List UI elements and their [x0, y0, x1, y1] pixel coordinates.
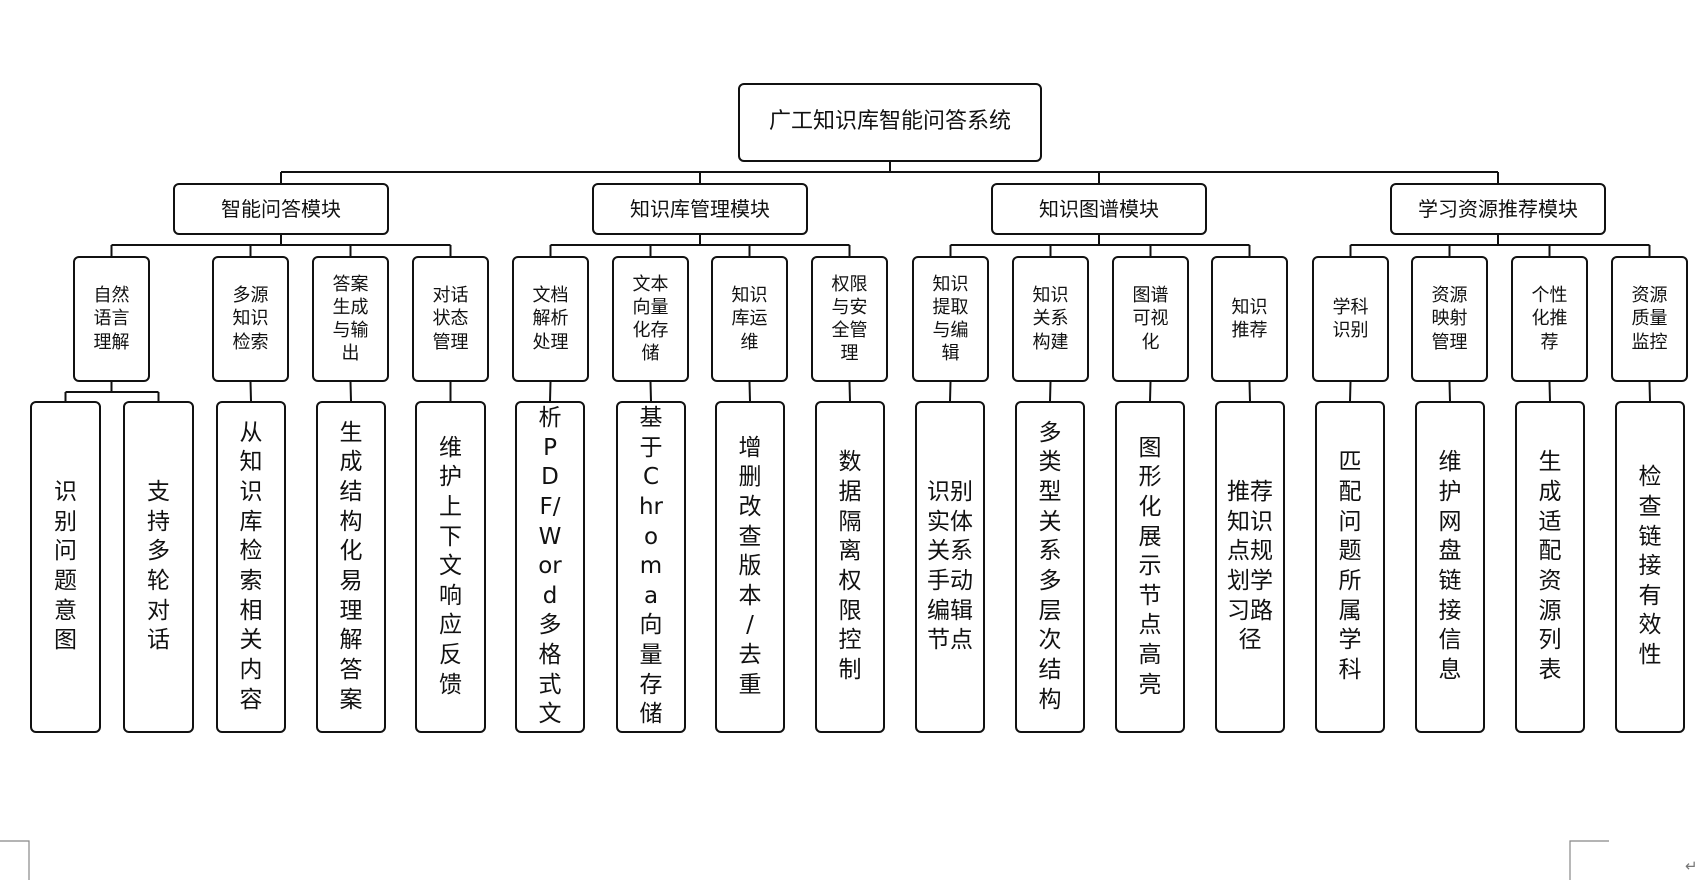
detail-node: 图形化展示节点高亮 [1115, 401, 1185, 733]
function-node: 知识提取与编辑 [912, 256, 989, 382]
detail-label: 维护上下文响应反馈 [439, 434, 462, 698]
detail-node: 从知识库检索相关内容 [216, 401, 286, 733]
page-corner-mark-right [1569, 840, 1609, 880]
detail-node: 识别实体关系手动编辑节点 [915, 401, 985, 733]
function-label: 答案生成与输出 [332, 273, 369, 365]
function-node: 图谱可视化 [1112, 256, 1189, 382]
detail-label: 图形化展示节点高亮 [1138, 434, 1162, 698]
root-node-label: 广工知识库智能问答系统 [768, 109, 1011, 135]
function-label: 文本向量化存储 [632, 273, 669, 365]
function-label: 文档解析处理 [532, 285, 569, 353]
detail-label: 识别问题意图 [54, 479, 77, 654]
detail-label: 数据隔离权限控制 [838, 449, 862, 683]
connector-leaf-4 [649, 381, 652, 402]
detail-label: 维护网盘链接信息 [1438, 449, 1462, 683]
detail-label: 推荐知识点规划学习路径 [1227, 479, 1273, 654]
detail-label: 增删改查版本/去重 [738, 434, 762, 698]
function-node: 知识关系构建 [1012, 256, 1089, 382]
function-label: 知识提取与编辑 [932, 273, 969, 365]
detail-node: 支持多轮对话 [123, 401, 194, 733]
detail-node: 检查链接有效性 [1615, 401, 1685, 733]
function-node: 文档解析处理 [512, 256, 589, 382]
module-label: 学习资源推荐模块 [1418, 197, 1578, 221]
function-label: 权限与安全管理 [831, 273, 868, 365]
detail-node: 基于Chroma向量存储 [616, 401, 686, 733]
function-label: 知识推荐 [1231, 296, 1268, 341]
function-label: 资源映射管理 [1431, 285, 1468, 353]
connector-leaf-10 [1248, 381, 1251, 402]
function-node: 学科识别 [1312, 256, 1389, 382]
connector-leaf-12 [1448, 381, 1451, 402]
detail-label: 从知识库检索相关内容 [239, 419, 263, 713]
function-label: 自然语言理解 [93, 285, 130, 353]
function-node: 知识库运维 [711, 256, 788, 382]
connector-leaf-7 [949, 381, 952, 402]
function-node: 自然语言理解 [73, 256, 150, 382]
function-node: 对话状态管理 [412, 256, 489, 382]
function-label: 多源知识检索 [232, 285, 269, 353]
connector-leaf-8 [1049, 381, 1052, 402]
function-node: 答案生成与输出 [312, 256, 389, 382]
paragraph-mark-icon: ↵ [1685, 857, 1698, 875]
function-node: 权限与安全管理 [811, 256, 888, 382]
function-node: 知识推荐 [1211, 256, 1288, 382]
detail-node: 维护上下文响应反馈 [415, 401, 486, 733]
detail-label: 匹配问题所属学科 [1338, 449, 1362, 683]
function-node: 资源映射管理 [1411, 256, 1488, 382]
connector-leaf-1 [349, 381, 352, 402]
function-node: 文本向量化存储 [612, 256, 689, 382]
detail-node: 多类型关系多层次结构 [1015, 401, 1085, 733]
detail-node: 增删改查版本/去重 [715, 401, 785, 733]
function-node: 多源知识检索 [212, 256, 289, 382]
connector-leaf-13 [1548, 381, 1551, 402]
connector-leaf-5 [748, 381, 751, 402]
function-label: 图谱可视化 [1132, 285, 1169, 353]
module-label: 智能问答模块 [221, 197, 341, 221]
detail-label: 多类型关系多层次结构 [1038, 419, 1062, 713]
detail-label: 检查链接有效性 [1638, 464, 1662, 669]
function-label: 个性化推荐 [1531, 285, 1568, 353]
detail-node: 识别问题意图 [30, 401, 101, 733]
connector-leaf-6 [848, 381, 851, 402]
function-node: 个性化推荐 [1511, 256, 1588, 382]
module-node-qa: 智能问答模块 [173, 183, 389, 235]
function-node: 资源质量监控 [1611, 256, 1688, 382]
function-label: 对话状态管理 [432, 285, 469, 353]
module-node-resource: 学习资源推荐模块 [1390, 183, 1606, 235]
function-label: 资源质量监控 [1631, 285, 1668, 353]
detail-label: 生成结构化易理解答案 [339, 419, 363, 713]
detail-node: 维护网盘链接信息 [1415, 401, 1485, 733]
detail-node: 生成结构化易理解答案 [316, 401, 386, 733]
connector-leaf-0 [249, 381, 252, 402]
detail-node: 生成适配资源列表 [1515, 401, 1585, 733]
module-label: 知识库管理模块 [630, 197, 770, 221]
detail-label: 解析PDF/Word多格式文档 [538, 404, 562, 728]
detail-node: 解析PDF/Word多格式文档 [515, 401, 585, 733]
function-label: 学科识别 [1332, 296, 1369, 341]
connector-leaf-9 [1149, 381, 1152, 402]
connector-leaf-11 [1349, 381, 1352, 402]
connector-leaf-14 [1648, 381, 1651, 402]
module-node-kb: 知识库管理模块 [592, 183, 808, 235]
module-node-kg: 知识图谱模块 [991, 183, 1207, 235]
detail-node: 匹配问题所属学科 [1315, 401, 1385, 733]
detail-node: 推荐知识点规划学习路径 [1215, 401, 1285, 733]
function-label: 知识关系构建 [1032, 285, 1069, 353]
module-label: 知识图谱模块 [1039, 197, 1159, 221]
detail-label: 基于Chroma向量存储 [638, 404, 664, 728]
root-node: 广工知识库智能问答系统 [738, 83, 1042, 162]
page-corner-mark-left [0, 840, 30, 880]
detail-node: 数据隔离权限控制 [815, 401, 885, 733]
function-label: 知识库运维 [731, 285, 768, 353]
connector-leaf-3 [549, 381, 552, 402]
detail-label: 识别实体关系手动编辑节点 [927, 479, 973, 654]
detail-label: 生成适配资源列表 [1538, 449, 1562, 683]
detail-label: 支持多轮对话 [147, 479, 170, 654]
